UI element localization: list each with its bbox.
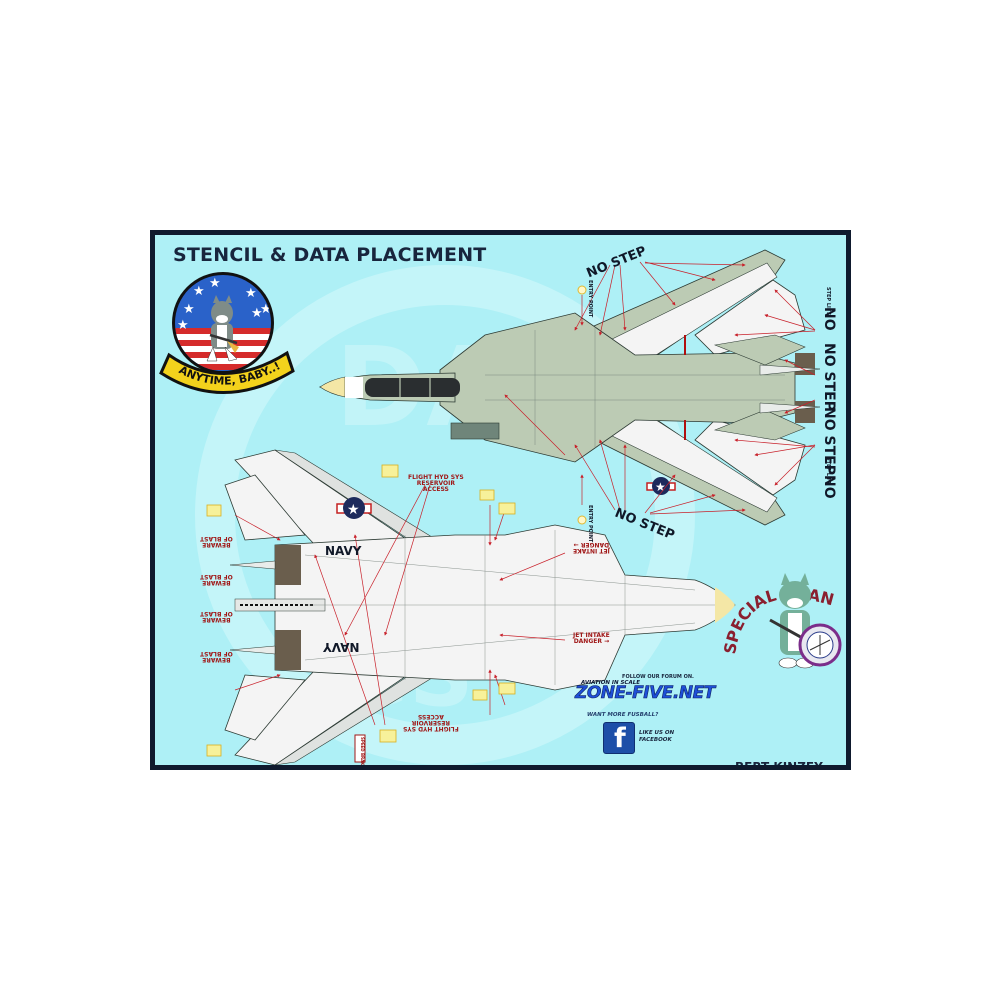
navy-label-bottom: NAVY: [323, 640, 360, 654]
national-insignia-bottom: ★: [336, 497, 372, 519]
follow-forum-text: FOLLOW OUR FORUM ON.: [622, 674, 694, 680]
zone-five-link[interactable]: ZONE-FIVE.NET: [575, 683, 716, 704]
national-insignia-top: ★: [646, 477, 676, 495]
aircraft-drawings: ★★★ ★★★★ ANYTIME, BABY.: [155, 235, 842, 765]
top-view-aircraft: ★: [318, 249, 821, 526]
svg-text:★: ★: [251, 306, 263, 321]
entry-point-label-1: ENTRY POINT: [587, 280, 593, 318]
svg-text:★: ★: [177, 318, 189, 333]
aviation-in-scale-tagline: AVIATION IN SCALE: [581, 680, 640, 686]
step-lift-label-2: STEP LIFT: [825, 457, 831, 485]
svg-text:★: ★: [193, 284, 205, 299]
want-more-text: WANT MORE FUSBALL?: [587, 712, 659, 718]
svg-text:★: ★: [347, 502, 360, 518]
decal-sheet: DA GS STENCIL & DATA PLACEMENT: [150, 230, 851, 770]
step-lift-label-1: STEP LIFT: [825, 287, 831, 315]
svg-text:★: ★: [245, 286, 257, 301]
bottom-view-aircraft: ★: [206, 449, 736, 765]
sheet-title: STENCIL & DATA PLACEMENT: [173, 244, 487, 266]
thanks-name: BERT KINZEY: [735, 760, 841, 765]
detail-and-scale-badge: [798, 623, 842, 667]
placement-panel: DA GS STENCIL & DATA PLACEMENT: [155, 235, 846, 765]
svg-text:★: ★: [260, 302, 272, 317]
speed-brake-label: SPEED BRAKE: [360, 737, 365, 765]
special-thanks-names: BERT KINZEY ROCK ROSZACK JIM ROTRAMEL JE…: [735, 760, 841, 765]
forum-follow: FOLLOW OUR FORUM ON.: [583, 665, 733, 683]
facebook-icon[interactable]: f: [603, 722, 635, 754]
side-label-no-step-1: NO STEP: [821, 343, 837, 411]
svg-text:★: ★: [209, 276, 221, 291]
svg-text:★: ★: [183, 302, 195, 317]
entry-point-label-2: ENTRY POINT: [587, 505, 593, 543]
navy-label-top: NAVY: [325, 544, 362, 558]
svg-text:★: ★: [655, 480, 666, 494]
squadron-patch: ★★★ ★★★★ ANYTIME, BABY.: [159, 272, 295, 394]
